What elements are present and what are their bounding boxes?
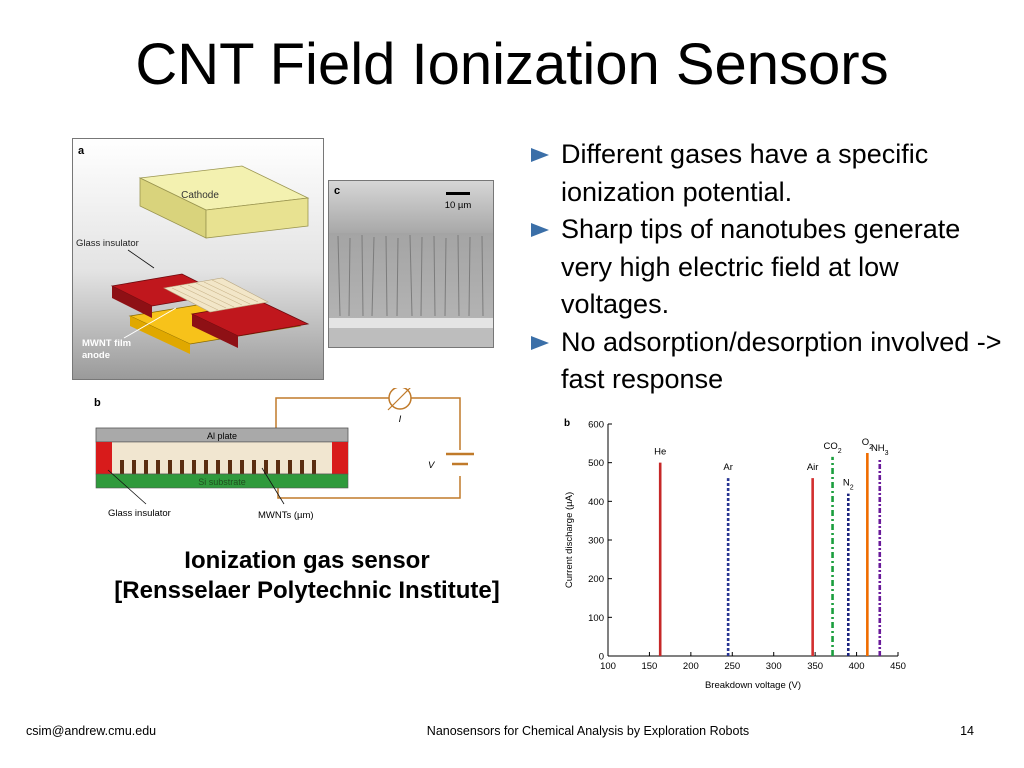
glass-spacer-right — [332, 442, 348, 474]
series-label-o2: O2 — [862, 437, 873, 451]
x-axis-label: Breakdown voltage (V) — [705, 680, 801, 691]
x-tick-label: 300 — [766, 661, 782, 672]
scale-bar — [446, 192, 470, 195]
chart-bars — [658, 453, 882, 656]
si-substrate-label: Si substrate — [198, 477, 246, 487]
scale-bar-label: 10 µm — [445, 200, 472, 211]
mwnt-label: MWNTs (µm) — [258, 510, 314, 521]
y-tick-label: 200 — [588, 574, 604, 585]
figure-c-sem-image: c 10 µm — [328, 180, 494, 348]
x-tick-label: 250 — [724, 661, 740, 672]
al-plate-label: Al plate — [207, 431, 237, 441]
footer-email: csim@andrew.cmu.edu — [26, 724, 157, 738]
series-label-he: He — [654, 447, 666, 458]
mwnt-pillars — [120, 460, 316, 474]
cathode-label: Cathode — [181, 190, 219, 201]
si-substrate — [95, 473, 349, 489]
figure-a-schematic: a Cathode Glass insulator MWNT film anod… — [72, 138, 324, 380]
x-tick-label: 150 — [641, 661, 657, 672]
bullet-item: Sharp tips of nanotubes generate very hi… — [527, 211, 1007, 324]
bullet-text: Different gases have a specific ionizati… — [561, 139, 929, 207]
y-tick-label: 0 — [599, 652, 604, 663]
figure-b-circuit-diagram: b I V Al plate Si substrate Glass insula… — [94, 388, 474, 521]
series-label-n2: N2 — [843, 478, 854, 492]
current-label: I — [399, 414, 402, 425]
mwnt-film — [163, 277, 269, 313]
cathode-right-face — [205, 197, 309, 239]
y-tick-label: 400 — [588, 497, 604, 508]
series-label-nh3: NH3 — [871, 443, 889, 457]
mwnt-anode-label-1: MWNT film — [82, 338, 131, 349]
panel-label-b-left: b — [94, 397, 101, 409]
y-tick-label: 100 — [588, 613, 604, 624]
x-tick-label: 350 — [807, 661, 823, 672]
slide-title: CNT Field Ionization Sensors — [135, 32, 889, 97]
y-tick-label: 300 — [588, 536, 604, 547]
panel-label-c: c — [334, 185, 340, 197]
footer-course-title: Nanosensors for Chemical Analysis by Exp… — [426, 724, 750, 738]
y-axis-label: Current discharge (µA) — [564, 492, 575, 588]
bullet-item: No adsorption/desorption involved -> fas… — [527, 324, 1007, 399]
footer-page-number: 14 — [960, 724, 974, 738]
x-tick-label: 400 — [849, 661, 865, 672]
bullet-arrow-icon — [531, 148, 549, 162]
x-tick-label: 200 — [683, 661, 699, 672]
x-tick-label: 100 — [600, 661, 616, 672]
series-label-co2: CO2 — [823, 441, 841, 455]
caption-line-2: [Rensselaer Polytechnic Institute] — [114, 577, 500, 604]
circuit-wire-top — [275, 397, 461, 450]
chart-panel-label: b — [564, 418, 570, 429]
y-tick-label: 500 — [588, 458, 604, 469]
bullet-arrow-icon — [531, 335, 549, 350]
x-tick-label: 450 — [890, 661, 906, 672]
bullet-text: Sharp tips of nanotubes generate very hi… — [561, 214, 961, 319]
y-tick-label: 600 — [588, 420, 604, 431]
glass-insulator-label: Glass insulator — [76, 238, 139, 249]
bullet-item: Different gases have a specific ionizati… — [527, 136, 1007, 211]
glass-insulator-label-b: Glass insulator — [108, 508, 171, 519]
bullet-arrow-icon — [531, 223, 549, 237]
caption-line-1: Ionization gas sensor — [184, 547, 430, 574]
circuit-wire-bottom — [277, 476, 461, 499]
voltage-label: V — [428, 460, 436, 471]
series-label-air: Air — [807, 462, 819, 473]
panel-label-a: a — [78, 145, 85, 157]
mwnt-anode-label-2: anode — [82, 350, 110, 361]
figure-caption: Ionization gas sensor [Rensselaer Polyte… — [72, 546, 542, 606]
bullet-list: Different gases have a specific ionizati… — [527, 136, 1007, 399]
bullet-text: No adsorption/desorption involved -> fas… — [561, 326, 1002, 395]
glass-spacer-left — [96, 442, 112, 474]
series-label-ar: Ar — [723, 462, 733, 473]
